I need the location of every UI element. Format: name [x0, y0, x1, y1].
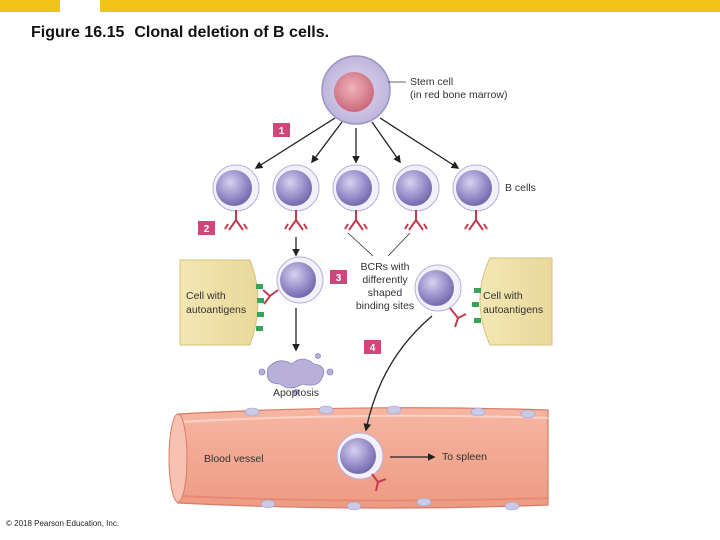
- step-3-badge: 3: [330, 270, 347, 284]
- b-cell-5: [452, 164, 500, 231]
- bcr-pointer-lines: [347, 232, 411, 257]
- apoptosis-label: Apoptosis: [273, 387, 319, 399]
- stem-cell: [321, 55, 391, 125]
- bcr-label-line1: BCRs with: [360, 261, 409, 273]
- left-cell-label-line1: Cell with: [186, 290, 226, 302]
- stem-cell-location-label: (in red bone marrow): [410, 89, 507, 101]
- b-cell-4: [392, 164, 440, 231]
- svg-text:4: 4: [370, 343, 376, 354]
- top-color-bar: [0, 0, 720, 12]
- right-autoantigen-cell: [472, 257, 553, 346]
- step-1-badge: 1: [273, 123, 290, 137]
- bcr-label-line4: binding sites: [356, 300, 414, 312]
- svg-text:1: 1: [279, 126, 285, 137]
- svg-text:2: 2: [204, 224, 210, 235]
- b-cell-binding-right: [414, 264, 467, 328]
- step-4-badge: 4: [364, 340, 381, 354]
- arrow-to-blood-vessel: [363, 315, 433, 432]
- left-cell-label-line2: autoantigens: [186, 304, 246, 316]
- bcr-label-line3: shaped: [368, 287, 403, 299]
- step-2-badge: 2: [198, 221, 215, 235]
- b-cell-in-vessel: [336, 432, 387, 492]
- b-cell-3: [332, 164, 380, 231]
- to-spleen-label: To spleen: [442, 451, 487, 463]
- apoptotic-cell: [258, 353, 334, 395]
- figure-number: Figure 16.15: [31, 24, 125, 41]
- b-cells-label: B cells: [505, 182, 536, 194]
- bcr-label-line2: differently: [362, 274, 408, 286]
- right-cell-label-line1: Cell with: [483, 290, 523, 302]
- blood-vessel-label: Blood vessel: [204, 453, 264, 465]
- b-cell-1: [212, 164, 260, 231]
- left-autoantigen-cell: [179, 259, 264, 346]
- b-cell-binding-left: [262, 256, 324, 305]
- stem-cell-label: Stem cell: [410, 76, 453, 88]
- figure-title: Figure 16.15 Clonal deletion of B cells.: [31, 24, 329, 42]
- svg-text:3: 3: [336, 273, 342, 284]
- figure-caption: Clonal deletion of B cells.: [134, 24, 330, 41]
- differentiation-arrows: [254, 117, 460, 169]
- copyright-notice: © 2018 Pearson Education, Inc.: [6, 519, 120, 528]
- b-cell-2: [272, 164, 320, 231]
- right-cell-label-line2: autoantigens: [483, 304, 543, 316]
